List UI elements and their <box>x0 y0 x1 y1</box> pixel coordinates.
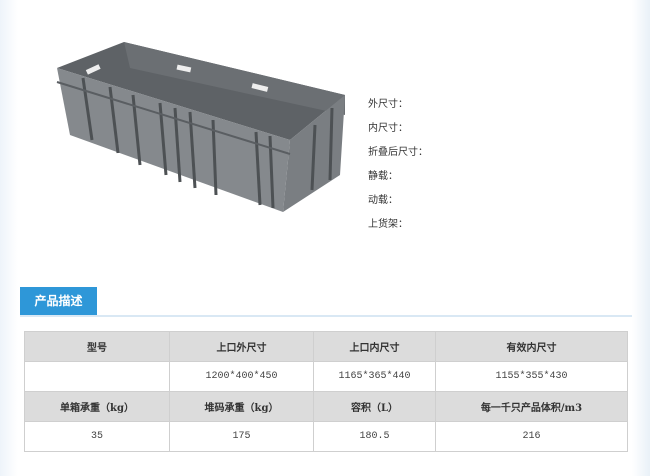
spec-folded-size: 折叠后尺寸： <box>368 147 428 158</box>
header-cell: 每一千只产品体积/m3 <box>435 391 628 422</box>
table-cell: 1165*365*440 <box>313 361 436 392</box>
spec-list: 外尺寸： 内尺寸： 折叠后尺寸： 静载： 动载： 上货架： <box>368 98 428 242</box>
header-cell: 有效内尺寸 <box>435 331 628 362</box>
header-cell: 上口外尺寸 <box>169 331 314 362</box>
table-row: 1200*400*450 1165*365*440 1155*355*430 <box>24 361 628 392</box>
table-row: 35 175 180.5 216 <box>24 421 628 452</box>
table-header-row: 型号 上口外尺寸 上口内尺寸 有效内尺寸 <box>24 331 628 362</box>
table-cell: 216 <box>435 421 628 452</box>
page-edge-right <box>632 0 650 476</box>
header-cell: 单箱承重（kg） <box>24 391 170 422</box>
table-cell: 35 <box>24 421 170 452</box>
header-cell: 上口内尺寸 <box>313 331 436 362</box>
table-cell: 180.5 <box>313 421 436 452</box>
spec-outer-size: 外尺寸： <box>368 99 408 110</box>
spec-racking: 上货架： <box>368 219 408 230</box>
spec-static-load: 静载： <box>368 171 398 182</box>
table-cell: 1155*355*430 <box>435 361 628 392</box>
tab-product-description[interactable]: 产品描述 <box>20 287 97 315</box>
table-cell: 1200*400*450 <box>169 361 314 392</box>
table-cell: 175 <box>169 421 314 452</box>
spec-inner-size: 内尺寸： <box>368 123 408 134</box>
product-image-crate <box>56 42 345 212</box>
page-edge-left <box>0 0 18 476</box>
table-cell <box>24 361 170 392</box>
table-header-row: 单箱承重（kg） 堆码承重（kg） 容积（L） 每一千只产品体积/m3 <box>24 391 628 422</box>
spec-table: 型号 上口外尺寸 上口内尺寸 有效内尺寸 1200*400*450 1165*3… <box>24 331 628 452</box>
spec-dynamic-load: 动载： <box>368 195 398 206</box>
header-cell: 型号 <box>24 331 170 362</box>
header-cell: 堆码承重（kg） <box>169 391 314 422</box>
header-cell: 容积（L） <box>313 391 436 422</box>
section-tab-bar: 产品描述 <box>20 287 632 317</box>
